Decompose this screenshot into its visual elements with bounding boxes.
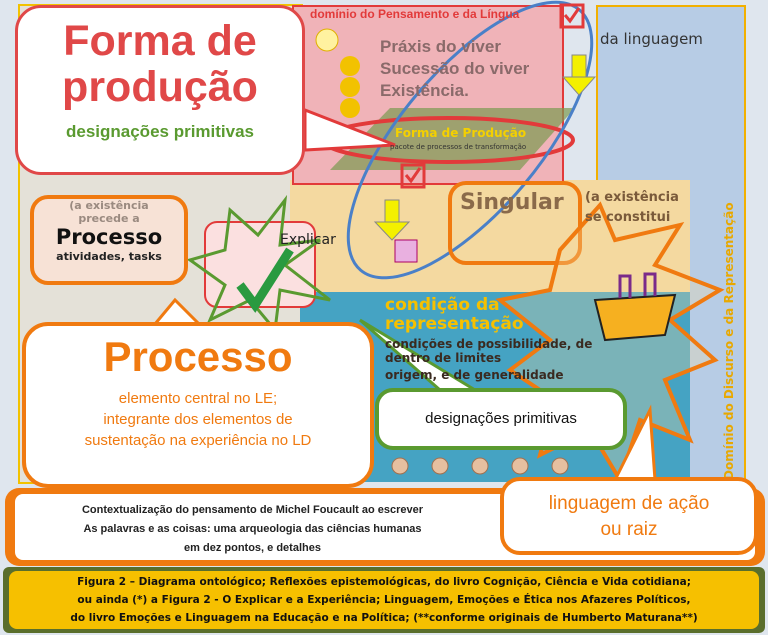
thought-domain-label: domínio do Pensamento e da Língua (310, 7, 520, 21)
forma-subtitle: designações primitivas (65, 122, 255, 141)
praxis-text: Práxis do viver Sucessão do viver Existê… (380, 36, 529, 102)
caption-text: Figura 2 – Diagrama ontológico; Reflexõe… (9, 571, 759, 629)
diagonal-representation: condição da representação (385, 295, 524, 334)
forma-title: Forma de produção (62, 17, 258, 111)
processo-big-title: Processo (103, 333, 293, 380)
diagonal-origin: origem, e de generalidade (385, 368, 564, 382)
context-line: As palavras e as coisas: uma arqueologia… (83, 523, 422, 535)
checkbox-icon (559, 3, 585, 29)
text-line: linguagem de ação (548, 493, 710, 514)
forma-callout: Forma de produção designações primitivas (15, 5, 305, 175)
praxis-line: Práxis do viver (380, 37, 501, 56)
caption-line: do livro Emoções e Linguagem na Educação… (70, 612, 698, 624)
existence-line: se constitui (585, 210, 671, 225)
discourse-domain-label: Domínio do Discurso e da Representação (722, 202, 736, 480)
existence-line: precede a (78, 212, 140, 225)
forma-callout-pointer (303, 107, 396, 152)
text-line: ou raiz (600, 519, 658, 540)
caption-line: Figura 2 – Diagrama ontológico; Reflexõe… (77, 576, 691, 588)
text-line: sustentação na experiência no LD (84, 432, 312, 449)
processo-small-callout: (a existência precede a Processo ativida… (30, 195, 188, 285)
arrow-i-icon (384, 199, 400, 223)
existence-right: (a existência se constitui (585, 188, 679, 228)
production-label: Forma de Produção (395, 126, 527, 140)
production-sub: pacote de processos de transformação (390, 143, 527, 151)
arrow-f-icon (571, 54, 587, 78)
singular-box (448, 181, 582, 265)
designacoes-callout: designações primitivas (375, 388, 627, 450)
processo-big-text: elemento central no LE; integrante dos e… (26, 388, 370, 451)
checkmark-icon (236, 247, 294, 313)
text-line: elemento central no LE; (118, 390, 278, 407)
praxis-line: Sucessão do viver (380, 59, 530, 78)
caption-line: ou ainda (*) a Figura 2 - O Explicar e a… (77, 594, 691, 606)
smiley-icon (340, 98, 360, 118)
context-line: Contextualização do pensamento de Michel… (81, 504, 424, 516)
existence-left: (a existência precede a (34, 199, 184, 225)
explicar-label: Explicar (280, 232, 336, 248)
processo-small-subtitle: atividades, tasks (56, 250, 162, 263)
smiley-icon (340, 77, 360, 97)
production-plane (330, 108, 575, 170)
context-line: em dez pontos, e detalhes (184, 542, 321, 554)
checkbox-icon (400, 163, 426, 189)
node-icons (391, 457, 569, 475)
lightbulb-icon (315, 28, 339, 52)
basket-icon (593, 293, 677, 342)
linguagem-callout: linguagem de ação ou raiz (500, 477, 758, 555)
green-starburst (186, 194, 331, 334)
processo-big-callout: Processo elemento central no LE; integra… (22, 322, 374, 488)
processo-small-title: Processo (55, 225, 163, 249)
smiley-icon (340, 56, 360, 76)
diagonal-possibility: condições de possibilidade, de dentro de… (385, 337, 593, 365)
existence-line: (a existência (585, 190, 679, 205)
caption-box: Figura 2 – Diagrama ontológico; Reflexõe… (3, 567, 765, 633)
singular-label: Singular (460, 190, 564, 215)
praxis-line: Existência. (380, 81, 469, 100)
existence-line: (a existência (69, 199, 149, 212)
text-line: integrante dos elementos de (103, 411, 293, 428)
language-label: da linguagem (600, 30, 703, 48)
